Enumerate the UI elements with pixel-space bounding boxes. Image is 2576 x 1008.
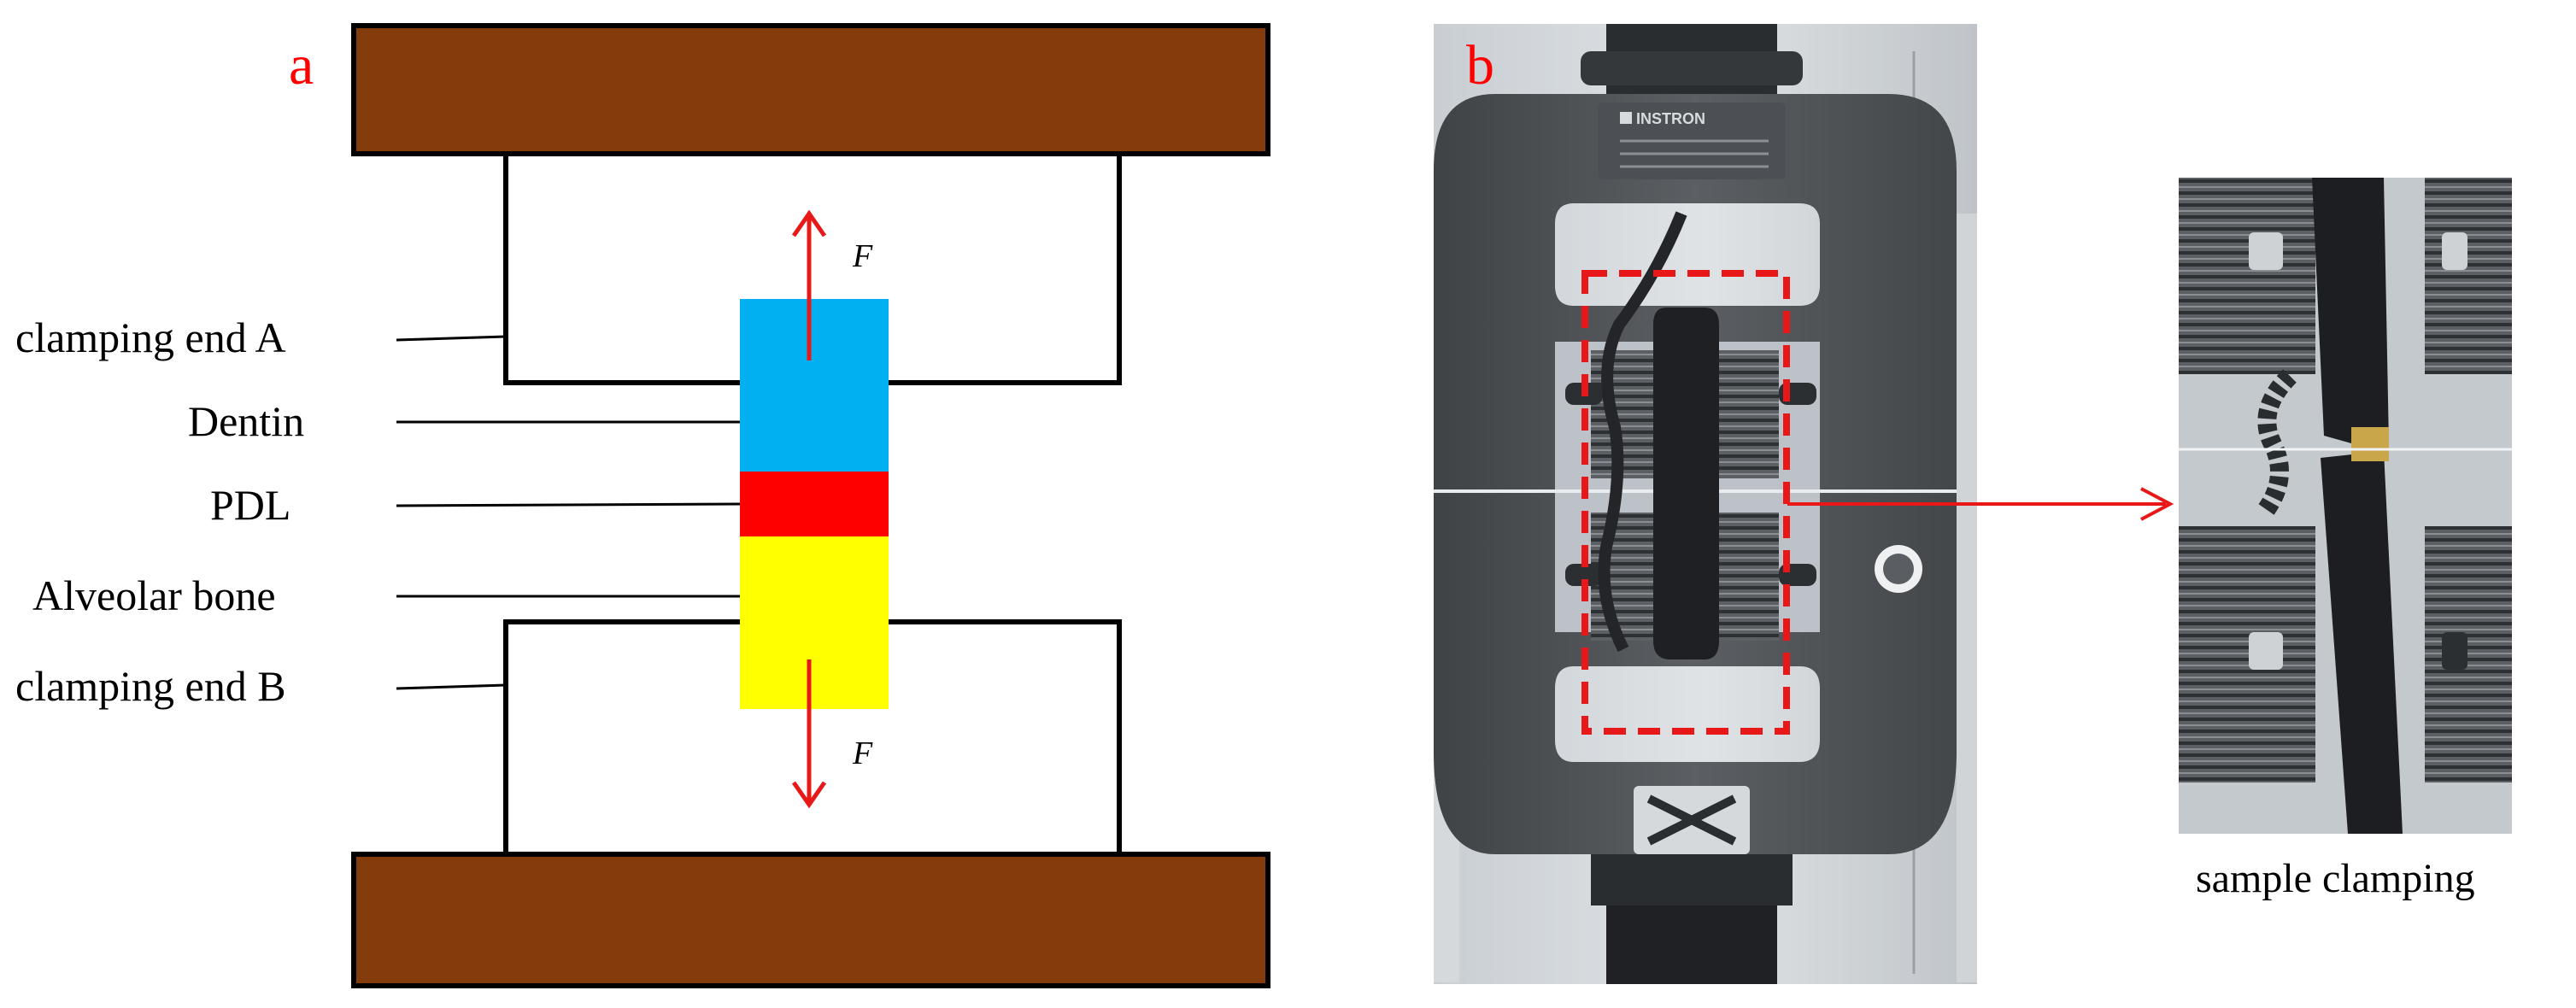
selection-box [1581,270,1790,735]
window-frame-right [1957,214,1977,982]
clamp-frame-a [503,154,1122,385]
zoom-caption: sample clamping [2196,856,2475,901]
cable [1598,211,1687,653]
inset-upper-thread-right [2425,178,2512,374]
dentin-block [740,299,889,472]
bottom-platen [351,852,1270,988]
force-arrow-down-head [791,781,827,809]
inset-knob-ur [2442,232,2467,270]
label-clamping-end-a: clamping end A [15,314,286,361]
bottom-label-icon [1646,794,1737,846]
label-dentin: Dentin [188,397,304,445]
inset-knob-ul [2249,232,2283,270]
panel-b: INSTRON b [1434,24,2174,984]
inset-knob-lr [2442,632,2467,670]
label-pdl: PDL [210,481,290,529]
zoom-arrow-head [2140,487,2174,521]
fixture-frame [1434,94,1957,854]
top-rod-ring [1581,51,1803,85]
inset-spring [2256,369,2297,519]
lower-left-knob [1565,564,1603,586]
label-alveolar-bone: Alveolar bone [32,571,276,619]
leader-clamp-b [396,683,507,690]
alveolar-bone-block [740,536,889,709]
force-arrow-up-head [791,209,827,237]
force-label-bottom: F [852,735,873,771]
leader-pdl [396,502,741,507]
inset-knob-ll [2249,632,2283,670]
brand-text: INSTRON [1636,110,1705,127]
panel-b-label: b [1466,34,1494,97]
jaw-plate [1653,308,1719,659]
bottom-rod-lower [1606,905,1777,984]
top-platen [351,23,1270,156]
label-clamping-end-b: clamping end B [15,662,286,710]
zoom-inset: sample clamping [2179,178,2512,901]
inset-lower-thread-right [2425,526,2512,782]
leader-clamp-a [396,335,507,342]
brand-logo-mark [1620,112,1632,124]
inset-jaw-upper [2312,178,2389,448]
clamp-frame-b [503,619,1122,854]
panel-a-label: a [289,34,314,97]
pdl-block [740,472,889,536]
inset-jaw-lower [2321,451,2403,834]
inset-lower-thread-left [2179,526,2315,782]
side-emblem-inner [1883,554,1914,584]
panel-a: a F F clamping end A Dentin PDL Alveolar… [15,23,1270,988]
inset-upper-thread-left [2179,178,2315,374]
force-label-top: F [852,238,873,274]
inset-sample [2351,427,2389,461]
bottom-rod [1591,854,1793,905]
